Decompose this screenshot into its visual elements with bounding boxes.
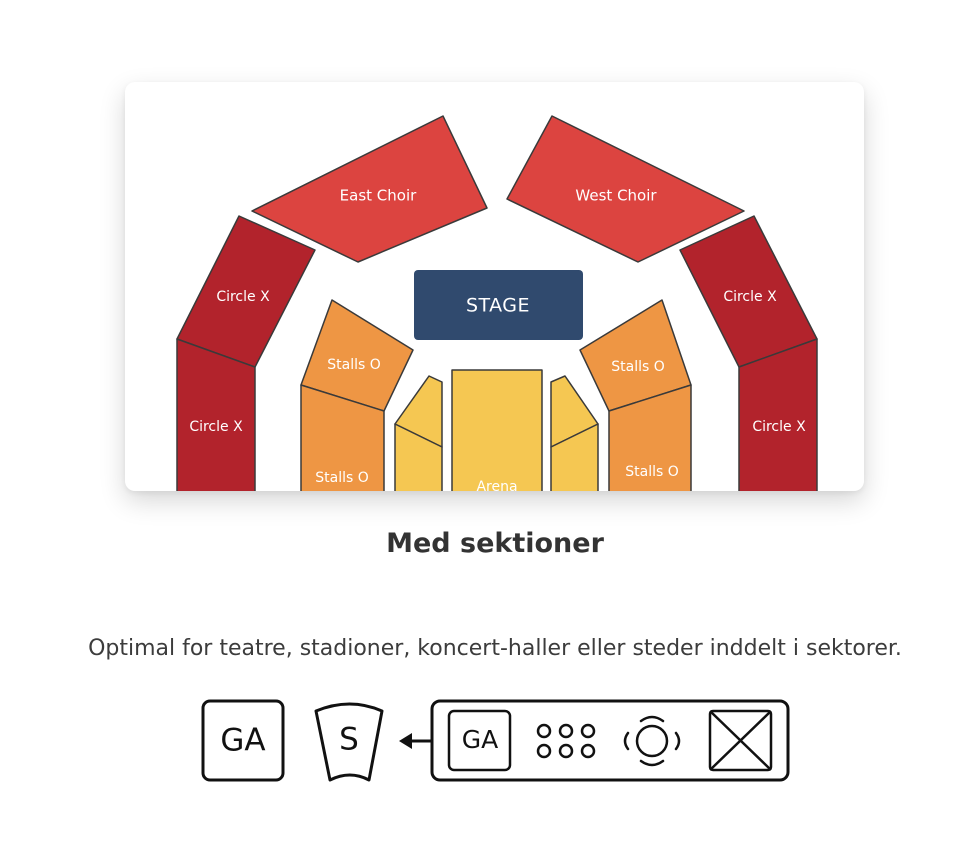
label-stalls-lower-right: Stalls O bbox=[625, 464, 679, 480]
general-admission-icon: GA bbox=[201, 699, 285, 782]
label-stalls-upper-left: Stalls O bbox=[327, 357, 381, 373]
label-stalls-upper-right: Stalls O bbox=[611, 359, 665, 375]
seat-map: STAGE East Choir West Choir Circle X Cir… bbox=[176, 115, 818, 491]
stage-label: STAGE bbox=[466, 295, 530, 317]
section-arena-wing-lower-left[interactable] bbox=[394, 423, 443, 491]
section-circle-lower-right[interactable] bbox=[738, 338, 818, 491]
label-west-choir: West Choir bbox=[575, 187, 657, 205]
section-stalls-lower-right[interactable] bbox=[608, 384, 692, 491]
label-stalls-lower-left: Stalls O bbox=[315, 470, 369, 486]
inner-ga-label: GA bbox=[462, 725, 498, 754]
label-circle-lower-left: Circle X bbox=[189, 419, 243, 435]
blocked-area-icon bbox=[708, 709, 773, 772]
label-circle-upper-right: Circle X bbox=[723, 289, 777, 305]
label-arena: Arena bbox=[476, 479, 517, 491]
section-east-choir[interactable] bbox=[251, 115, 488, 263]
section-arena[interactable] bbox=[451, 369, 543, 491]
section-label: S bbox=[339, 722, 359, 758]
section-west-choir[interactable] bbox=[506, 115, 745, 263]
section-title: Med sektioner bbox=[386, 528, 604, 559]
seating-types-group: GA bbox=[430, 699, 790, 782]
label-circle-lower-right: Circle X bbox=[752, 419, 806, 435]
label-circle-upper-left: Circle X bbox=[216, 289, 270, 305]
round-table-icon bbox=[623, 715, 681, 767]
seat-map-card: STAGE East Choir West Choir Circle X Cir… bbox=[125, 82, 864, 491]
section-icon: S bbox=[314, 702, 384, 782]
stage bbox=[414, 270, 583, 340]
seats-grid-icon bbox=[536, 723, 596, 759]
section-description: Optimal for teatre, stadioner, koncert-h… bbox=[88, 636, 902, 661]
ga-label: GA bbox=[220, 723, 265, 759]
section-stalls-lower-left[interactable] bbox=[300, 384, 385, 491]
inner-ga-icon bbox=[447, 709, 512, 772]
arrow-left-icon bbox=[399, 733, 432, 749]
section-arena-wing-lower-right[interactable] bbox=[550, 423, 599, 491]
section-circle-lower-left[interactable] bbox=[176, 338, 256, 491]
label-east-choir: East Choir bbox=[340, 187, 417, 205]
